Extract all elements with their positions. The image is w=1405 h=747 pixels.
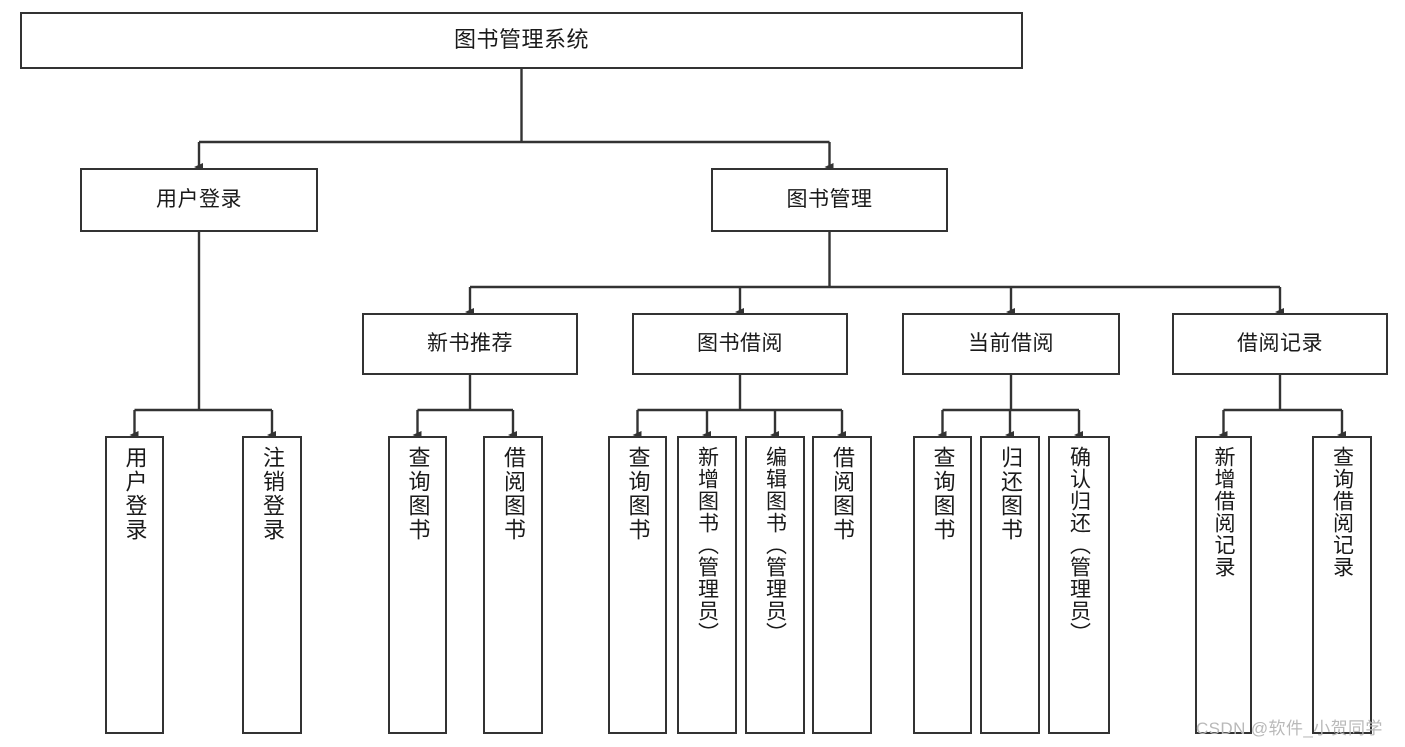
leaf-query-book-recommend[interactable]: 查询图书 [388, 436, 447, 734]
node-borrow-record[interactable]: 借阅记录 [1172, 313, 1388, 375]
leaf-query-book-current-label: 查询图书 [930, 446, 956, 542]
leaf-return-book[interactable]: 归还图书 [980, 436, 1040, 734]
leaf-edit-book[interactable]: 编辑图书（管理员） [745, 436, 805, 734]
leaf-add-book[interactable]: 新增图书（管理员） [677, 436, 737, 734]
leaf-add-book-label: 新增图书（管理员） [695, 446, 719, 644]
node-new-book-recommend-label: 新书推荐 [427, 332, 513, 356]
leaf-confirm-return-label: 确认归还（管理员） [1067, 446, 1091, 644]
node-new-book-recommend[interactable]: 新书推荐 [362, 313, 578, 375]
leaf-return-book-label: 归还图书 [998, 446, 1023, 542]
node-book-manage[interactable]: 图书管理 [711, 168, 948, 232]
leaf-query-borrow-record-label: 查询借阅记录 [1330, 446, 1354, 578]
leaf-add-borrow-record[interactable]: 新增借阅记录 [1195, 436, 1252, 734]
leaf-query-book-current[interactable]: 查询图书 [913, 436, 972, 734]
leaf-query-borrow-record[interactable]: 查询借阅记录 [1312, 436, 1372, 734]
leaf-query-book-borrow[interactable]: 查询图书 [608, 436, 667, 734]
leaf-logout-label: 注销登录 [260, 446, 285, 542]
leaf-query-book-recommend-label: 查询图书 [405, 446, 431, 542]
node-root-label: 图书管理系统 [453, 27, 589, 53]
node-user-login[interactable]: 用户登录 [80, 168, 318, 232]
node-current-borrow-label: 当前借阅 [968, 332, 1054, 356]
node-current-borrow[interactable]: 当前借阅 [902, 313, 1120, 375]
node-book-borrow-label: 图书借阅 [697, 332, 783, 356]
leaf-borrow-book-recommend-label: 借阅图书 [501, 446, 526, 542]
leaf-confirm-return[interactable]: 确认归还（管理员） [1048, 436, 1110, 734]
leaf-user-login[interactable]: 用户登录 [105, 436, 164, 734]
leaf-borrow-book-recommend[interactable]: 借阅图书 [483, 436, 543, 734]
node-book-manage-label: 图书管理 [786, 188, 873, 212]
leaf-add-borrow-record-label: 新增借阅记录 [1212, 446, 1235, 578]
leaf-borrow-book-label: 借阅图书 [830, 446, 855, 542]
leaf-user-login-label: 用户登录 [122, 446, 148, 542]
leaf-edit-book-label: 编辑图书（管理员） [763, 446, 787, 644]
watermark: CSDN @软件_小贺同学 [1196, 719, 1383, 738]
leaf-logout[interactable]: 注销登录 [242, 436, 302, 734]
node-book-borrow[interactable]: 图书借阅 [632, 313, 848, 375]
leaf-borrow-book[interactable]: 借阅图书 [812, 436, 872, 734]
node-borrow-record-label: 借阅记录 [1237, 332, 1323, 356]
leaf-query-book-borrow-label: 查询图书 [625, 446, 651, 542]
node-user-login-label: 用户登录 [156, 188, 242, 212]
node-root[interactable]: 图书管理系统 [20, 12, 1023, 69]
